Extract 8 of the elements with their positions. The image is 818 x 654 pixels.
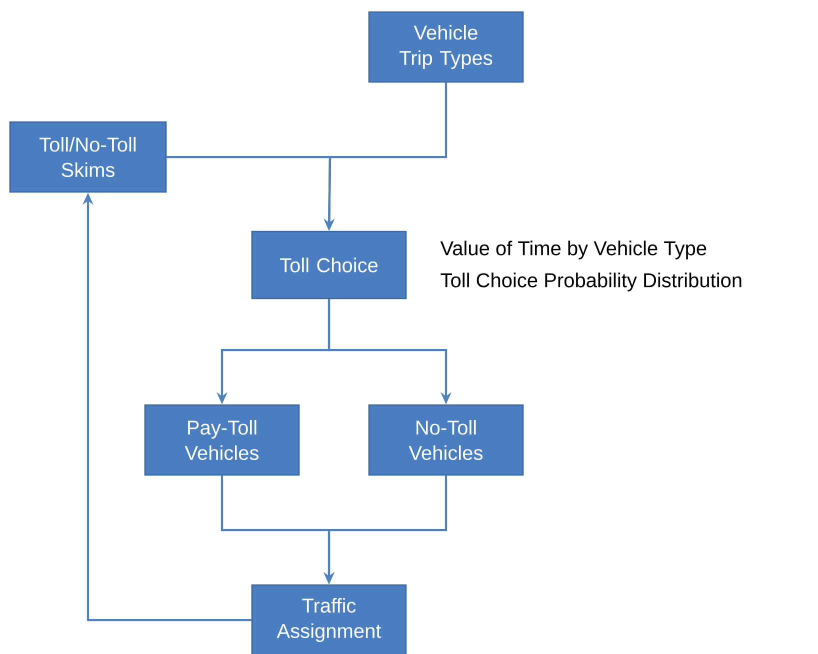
process-box: Traffic Assignment: [251, 584, 407, 654]
annotation-text: Value of Time by Vehicle Type: [440, 240, 706, 260]
process-box: No-Toll Vehicles: [368, 404, 524, 476]
process-box: Toll Choice: [251, 230, 407, 300]
process-box: Pay-Toll Vehicles: [144, 404, 300, 476]
annotation-text: Toll Choice Probability Distribution: [440, 272, 742, 292]
process-box: Toll/No-Toll Skims: [9, 121, 167, 193]
process-box: Vehicle Trip Types: [368, 11, 524, 83]
